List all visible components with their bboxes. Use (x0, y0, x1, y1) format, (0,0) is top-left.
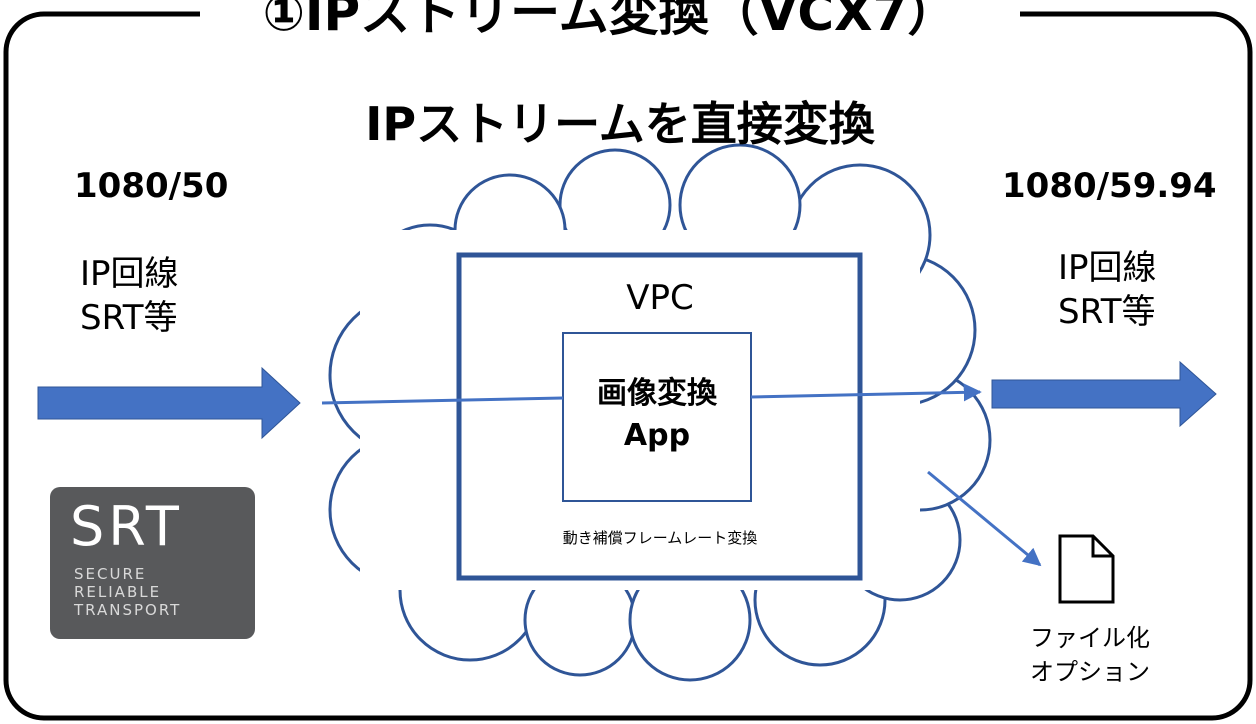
srt-logo: SRT SECURE RELIABLE TRANSPORT (50, 487, 255, 639)
vpc-caption: 動き補償フレームレート変換 (562, 529, 758, 547)
input-line-protocol: SRT等 (80, 298, 178, 338)
vpc-label: VPC (626, 278, 694, 318)
flow-line-in (321, 396, 564, 405)
output-line-protocol: SRT等 (1058, 292, 1156, 332)
file-option-line1: ファイル化 (1030, 624, 1150, 652)
input-rate: 1080/50 (74, 166, 229, 206)
srt-logo-line2: RELIABLE (74, 583, 162, 601)
app-box (562, 332, 752, 502)
srt-logo-line3: TRANSPORT (74, 601, 182, 619)
input-line-type: IP回線 (80, 254, 179, 294)
output-rate: 1080/59.94 (1002, 166, 1217, 206)
input-arrow-icon (37, 366, 301, 440)
output-line-type: IP回線 (1058, 248, 1157, 288)
flow-line-out (750, 383, 982, 402)
app-label-line1: 画像変換 (597, 376, 717, 411)
output-arrow-icon (991, 360, 1217, 428)
file-option-line2: オプション (1030, 658, 1150, 686)
document-icon (1058, 534, 1115, 604)
page-title: ①IPストリーム変換（VCX7） (200, 0, 1020, 48)
flow-line-file (927, 470, 1042, 567)
diagram-subtitle: IPストリームを直接変換 (365, 97, 875, 151)
app-label-line2: App (623, 418, 691, 453)
srt-logo-word: SRT (70, 495, 183, 558)
srt-logo-line1: SECURE (74, 565, 147, 583)
